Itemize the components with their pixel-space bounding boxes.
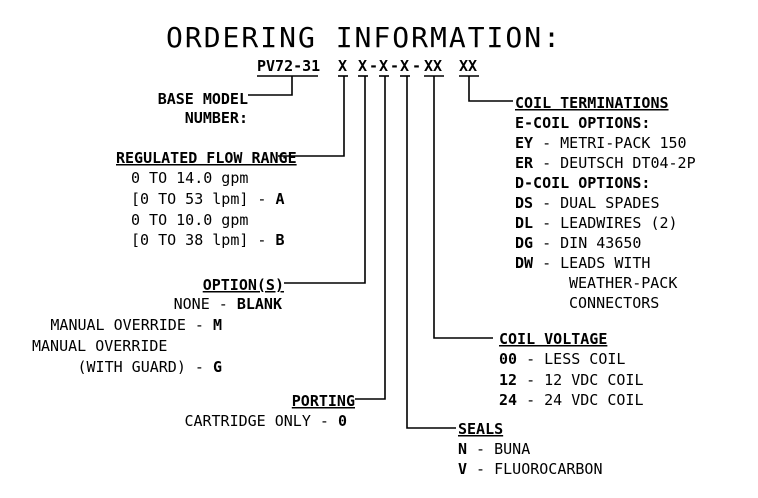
- code-option-position: X: [358, 57, 367, 75]
- leader-base-model: [248, 76, 293, 96]
- termination-continuation: WEATHER-PACK: [569, 274, 677, 292]
- flow-item: 0 TO 10.0 gpm: [131, 211, 248, 229]
- d-coil-heading: D-COIL OPTIONS:: [515, 174, 650, 192]
- porting-section: PORTING CARTRIDGE ONLY - 0: [184, 392, 355, 430]
- code-voltage-position: XX: [424, 57, 442, 75]
- leader-lines: [248, 76, 513, 429]
- porting-item: CARTRIDGE ONLY - 0: [184, 412, 347, 430]
- flow-item: [0 TO 53 lpm] - A: [131, 190, 285, 208]
- code-seals-position: X: [400, 57, 409, 75]
- code-terminations-position: XX: [459, 57, 477, 75]
- termination-item: DL - LEADWIRES (2): [515, 214, 678, 232]
- diagram-title: ORDERING INFORMATION:: [166, 21, 562, 54]
- option-item: MANUAL OVERRIDE - M: [50, 316, 222, 334]
- flow-item: 0 TO 14.0 gpm: [131, 169, 248, 187]
- leader-voltage: [433, 76, 493, 339]
- voltage-item: 12 - 12 VDC COIL: [499, 371, 644, 389]
- termination-continuation: CONNECTORS: [569, 294, 659, 312]
- base-model-line1: BASE MODEL: [158, 90, 248, 108]
- leader-seals: [406, 76, 456, 429]
- leader-flow-range: [278, 76, 345, 157]
- termination-item: DS - DUAL SPADES: [515, 194, 660, 212]
- code-dash-3: -: [412, 57, 421, 75]
- model-code: PV72-31 X X - X - X - XX XX: [257, 57, 479, 77]
- base-model-label: BASE MODEL NUMBER:: [158, 90, 248, 127]
- flow-item: [0 TO 38 lpm] - B: [131, 231, 285, 249]
- termination-item: DG - DIN 43650: [515, 234, 641, 252]
- options-heading: OPTION(S): [203, 276, 284, 294]
- termination-item: DW - LEADS WITH: [515, 254, 650, 272]
- code-porting-position: X: [379, 57, 388, 75]
- coil-terminations-heading: COIL TERMINATIONS: [515, 94, 669, 112]
- seal-item: V - FLUOROCARBON: [458, 460, 603, 478]
- code-dash-2: -: [390, 57, 399, 75]
- code-base: PV72-31: [257, 57, 320, 75]
- termination-item: ER - DEUTSCH DT04-2P: [515, 154, 696, 172]
- code-dash-1: -: [369, 57, 378, 75]
- porting-heading: PORTING: [292, 392, 355, 410]
- flow-range-section: REGULATED FLOW RANGE 0 TO 14.0 gpm [0 TO…: [116, 149, 297, 249]
- seals-section: SEALS N - BUNA V - FLUOROCARBON: [458, 420, 603, 478]
- voltage-item: 00 - LESS COIL: [499, 350, 625, 368]
- options-section: OPTION(S) NONE - BLANK MANUAL OVERRIDE -…: [32, 276, 284, 376]
- code-flow-position: X: [338, 57, 347, 75]
- leader-terminations: [468, 76, 513, 102]
- seals-heading: SEALS: [458, 420, 503, 438]
- leader-porting: [355, 76, 386, 400]
- termination-item: EY - METRI-PACK 150: [515, 134, 687, 152]
- base-model-line2: NUMBER:: [185, 109, 248, 127]
- flow-range-heading: REGULATED FLOW RANGE: [116, 149, 297, 167]
- voltage-item: 24 - 24 VDC COIL: [499, 391, 644, 409]
- option-item: NONE - BLANK: [174, 295, 282, 313]
- e-coil-heading: E-COIL OPTIONS:: [515, 114, 650, 132]
- leader-options: [284, 76, 366, 284]
- option-item: (WITH GUARD) - G: [78, 358, 223, 376]
- option-item: MANUAL OVERRIDE: [32, 337, 167, 355]
- coil-terminations-section: COIL TERMINATIONS E-COIL OPTIONS: EY - M…: [515, 94, 696, 312]
- coil-voltage-heading: COIL VOLTAGE: [499, 330, 607, 348]
- seal-item: N - BUNA: [458, 440, 530, 458]
- coil-voltage-section: COIL VOLTAGE 00 - LESS COIL 12 - 12 VDC …: [499, 330, 644, 409]
